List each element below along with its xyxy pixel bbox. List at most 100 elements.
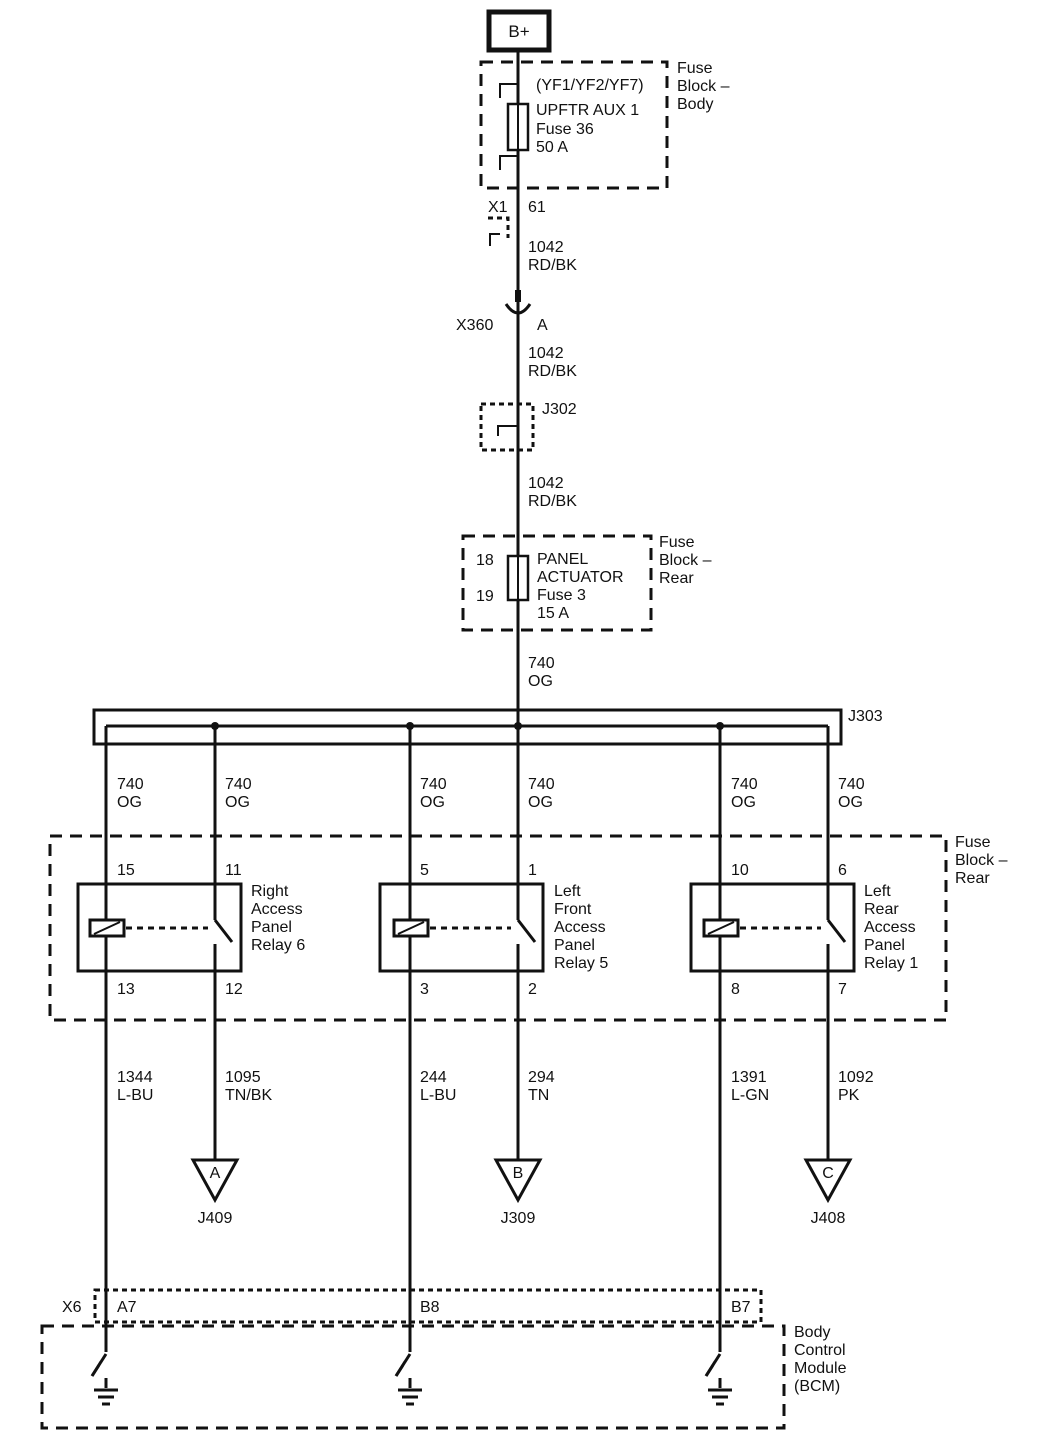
connector-x6: X6 A7 B8 B7 — [62, 1288, 763, 1324]
fuse-3-pin-out: 19 — [476, 588, 494, 605]
fuse-block-body-title-3: Body — [677, 96, 713, 113]
output-wire-4-circuit: 294 — [528, 1069, 555, 1086]
fuse-block-rear-title-1: Fuse — [659, 534, 695, 551]
reference-b-letter: B — [513, 1165, 524, 1182]
reference-a-letter: A — [210, 1165, 221, 1182]
fuse-block-rear-title-3: Rear — [659, 570, 694, 587]
output-wire-6-circuit: 1092 — [838, 1069, 874, 1086]
fuse-36-rating: 50 A — [536, 139, 568, 156]
battery-source: B+ — [486, 9, 552, 53]
relay-6-label-4: Relay 6 — [251, 937, 305, 954]
relay-5-pin-2: 2 — [528, 981, 537, 998]
branch-wire-labels: 740 OG 740 OG 740 OG 740 OG 740 OG 740 O… — [117, 776, 865, 811]
wire-1042-c-color: RD/BK — [528, 493, 577, 510]
relay-6-switch-blade — [213, 919, 234, 943]
relay-5-pin-3: 3 — [420, 981, 429, 998]
fuse-block-rear-title-2: Block – — [659, 552, 712, 569]
branch-wire-1-circuit: 740 — [117, 776, 144, 793]
output-wire-4-color: TN — [528, 1087, 549, 1104]
branch-wire-3-color: OG — [420, 794, 445, 811]
output-wire-3-color: L-BU — [420, 1087, 456, 1104]
splice-j303-name: J303 — [848, 708, 883, 725]
output-wire-2-circuit: 1095 — [225, 1069, 261, 1086]
relay-1-pin-7: 7 — [838, 981, 847, 998]
reference-b: B J309 — [493, 1158, 543, 1227]
wire-1042-b-color: RD/BK — [528, 363, 577, 380]
connector-x6-pin-a7: A7 — [117, 1299, 137, 1316]
connector-x1-pin: 61 — [528, 199, 546, 216]
relay-left-front-access-panel: 5 1 3 2 Left Front Access Panel Relay 5 — [378, 862, 608, 1020]
branch-wire-6-color: OG — [838, 794, 863, 811]
connector-x6-pin-b7: B7 — [731, 1299, 751, 1316]
output-wire-5-color: L-GN — [731, 1087, 769, 1104]
splice-j302-terminal — [497, 425, 518, 436]
fuse-block-body-terminal-out — [499, 155, 518, 170]
relay-1-switch-blade — [826, 919, 847, 943]
wire-740-main-color: OG — [528, 673, 553, 690]
wire-740-main-circuit: 740 — [528, 655, 555, 672]
output-wire-1-circuit: 1344 — [117, 1069, 153, 1086]
relay-1-label-3: Access — [864, 919, 916, 936]
output-wire-1-color: L-BU — [117, 1087, 153, 1104]
fuse-3-number: Fuse 3 — [537, 587, 586, 604]
relay-left-rear-access-panel: 10 6 8 7 Left Rear Access Panel Relay 1 — [689, 862, 918, 1020]
bcm-title-1: Body — [794, 1324, 830, 1341]
connector-x360-symbol — [504, 303, 532, 315]
splice-j302-outline — [479, 402, 535, 452]
bcm-title-4: (BCM) — [794, 1378, 840, 1395]
relay-6-pin-15: 15 — [117, 862, 135, 879]
relay-6-label-2: Access — [251, 901, 303, 918]
relay-1-label-4: Panel — [864, 937, 905, 954]
reference-a: A J409 — [190, 1158, 240, 1227]
relay-1-label-2: Rear — [864, 901, 899, 918]
relay-6-pin-11: 11 — [225, 862, 242, 879]
relay-1-pin-8: 8 — [731, 981, 740, 998]
fuse-block-rear-relays-title-2: Block – — [955, 852, 1008, 869]
connector-x6-outline — [93, 1288, 763, 1324]
branch-wire-5-color: OG — [731, 794, 756, 811]
relay-6-label-3: Panel — [251, 919, 292, 936]
branch-wire-4-circuit: 740 — [528, 776, 555, 793]
relay-5-label-5: Relay 5 — [554, 955, 608, 972]
wire-1042-c-circuit: 1042 — [528, 475, 564, 492]
wire-1042-a-color: RD/BK — [528, 257, 577, 274]
fuse-block-body: (YF1/YF2/YF7) UPFTR AUX 1 Fuse 36 50 A F… — [479, 60, 730, 190]
reference-a-splice: J409 — [198, 1210, 233, 1227]
reference-b-splice: J309 — [501, 1210, 536, 1227]
branch-wire-2-color: OG — [225, 794, 250, 811]
output-wire-6-color: PK — [838, 1087, 860, 1104]
output-wire-3-circuit: 244 — [420, 1069, 447, 1086]
fuse-block-body-terminal-in — [499, 83, 518, 98]
relay-1-label-1: Left — [864, 883, 891, 900]
output-wire-5-circuit: 1391 — [731, 1069, 767, 1086]
connector-x1: X1 61 — [488, 199, 546, 246]
branch-wire-6-circuit: 740 — [838, 776, 865, 793]
relay-1-label-5: Relay 1 — [864, 955, 918, 972]
relay-5-label-4: Panel — [554, 937, 595, 954]
wire-1042-a-circuit: 1042 — [528, 239, 564, 256]
fuse-block-rear-relays-outline — [48, 834, 948, 1022]
output-wire-labels: 1344 L-BU 1095 TN/BK 244 L-BU 294 TN 139… — [117, 1069, 874, 1104]
relay-right-access-panel: 15 11 13 12 Right Access Panel Relay 6 — [76, 862, 305, 1020]
connector-x360-pin: A — [537, 317, 548, 334]
fuse-36-name: UPFTR AUX 1 — [536, 102, 639, 119]
fuse-36-number: Fuse 36 — [536, 121, 594, 138]
fuse-block-body-title-2: Block – — [677, 78, 730, 95]
fuse-block-rear-relays: Fuse Block – Rear — [48, 834, 1008, 1022]
relay-5-label-3: Access — [554, 919, 606, 936]
output-wires — [213, 1020, 830, 1160]
fuse-3-name-2: ACTUATOR — [537, 569, 624, 586]
connector-x1-name: X1 — [488, 199, 508, 216]
branch-wire-1-color: OG — [117, 794, 142, 811]
bcm-outline — [40, 1324, 786, 1430]
fuse-3-pin-in: 18 — [476, 552, 494, 569]
battery-source-label: B+ — [508, 22, 529, 41]
bcm-title-2: Control — [794, 1342, 846, 1359]
fuse-block-rear-relays-title-1: Fuse — [955, 834, 991, 851]
splice-j303-bar — [92, 708, 843, 746]
output-wire-2-color: TN/BK — [225, 1087, 272, 1104]
fuse-block-rear-relays-title-3: Rear — [955, 870, 990, 887]
relay-1-pin-6: 6 — [838, 862, 847, 879]
connector-x1-terminal — [489, 233, 500, 246]
